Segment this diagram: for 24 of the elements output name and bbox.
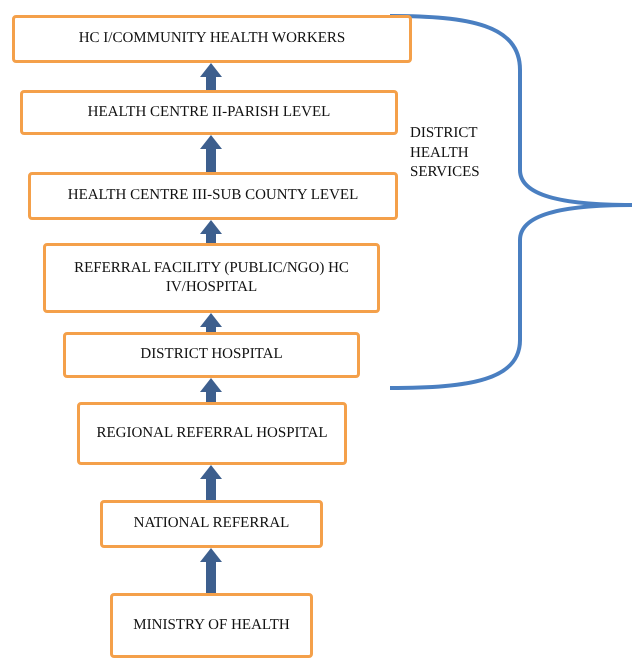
level-box: [12, 15, 412, 63]
level-label: NATIONAL REFERRAL: [134, 514, 290, 534]
level-label: HEALTH CENTRE III-SUB COUNTY LEVEL: [68, 186, 358, 206]
level-label: REFERRAL FACILITY (PUBLIC/NGO) HC IV/HOSPITAL: [73, 258, 350, 297]
arrow: [200, 465, 222, 500]
level-label: HC I/COMMUNITY HEALTH WORKERS: [78, 29, 346, 48]
level-box: [28, 172, 398, 220]
level-label: HEALTH CENTRE II-PARISH LEVEL: [88, 102, 330, 122]
level-label: REGIONAL REFERRAL HOSPITAL: [96, 424, 328, 443]
level-box: [77, 402, 347, 465]
level-label: DISTRICT HOSPITAL: [140, 345, 283, 364]
level-box: [20, 90, 398, 135]
arrow: [200, 378, 222, 402]
level-label: MINISTRY OF HEALTH: [133, 616, 290, 635]
arrow: [200, 135, 222, 172]
arrow: [200, 548, 222, 593]
arrow: [200, 313, 222, 332]
level-box: [100, 500, 323, 548]
arrow: [200, 220, 222, 243]
level-box: [63, 332, 360, 378]
bracket-label: DISTRICT HEALTH SERVICES: [410, 124, 481, 182]
level-box: [43, 243, 380, 313]
level-box: [110, 593, 313, 658]
arrow: [200, 63, 222, 90]
